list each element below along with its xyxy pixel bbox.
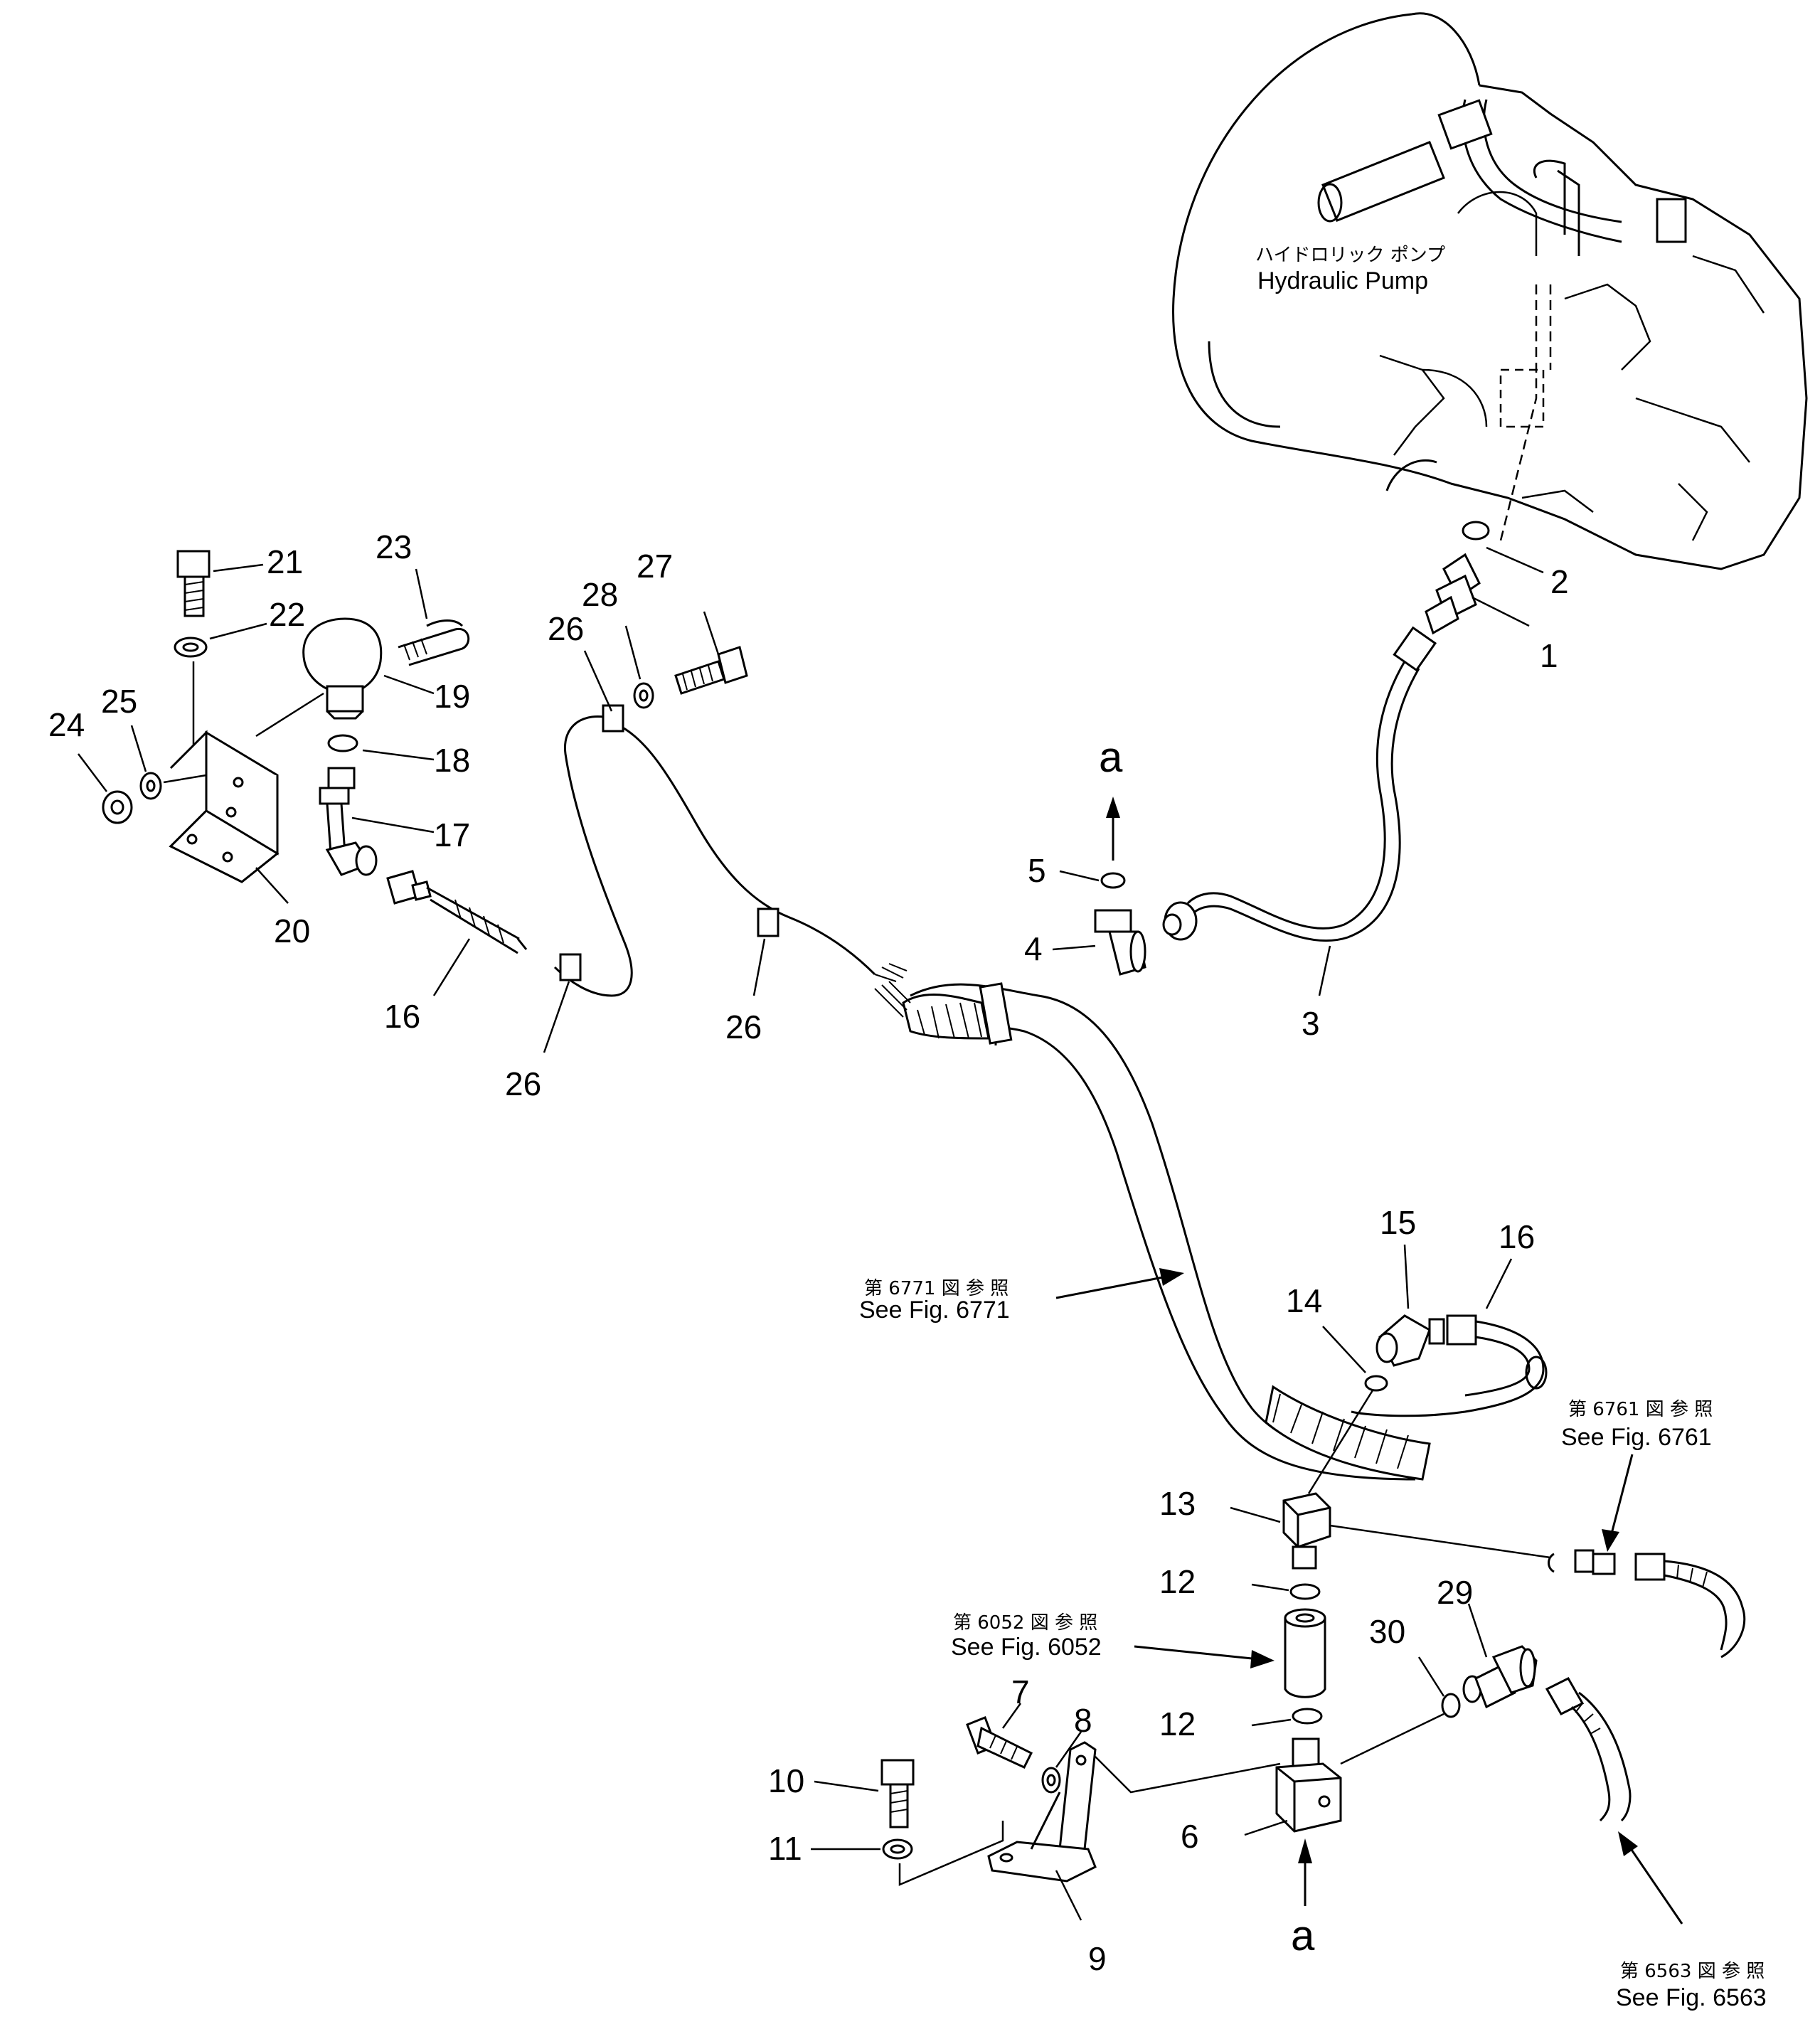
clip-26-mid <box>757 907 779 937</box>
pump-label-jp: ハイドロリック ポンプ <box>1255 245 1445 266</box>
label-part-25: 25 <box>101 683 137 720</box>
main-hose-bundle <box>874 981 1431 1481</box>
thin-pipe <box>553 715 908 997</box>
o-ring-12-bottom <box>1292 1708 1323 1725</box>
washer-25 <box>139 772 162 800</box>
washer-11 <box>882 1838 913 1860</box>
ref-6052-en: See Fig. 6052 <box>951 1634 1102 1661</box>
arrow-fig6563 <box>1627 1845 1683 1924</box>
o-ring-2 <box>1462 521 1490 541</box>
arrow-fig6052 <box>1134 1645 1260 1661</box>
label-part-2: 2 <box>1550 563 1569 600</box>
tee-block-13 <box>1282 1492 1331 1570</box>
label-part-18: 18 <box>434 742 470 779</box>
label-part-26-left: 26 <box>505 1065 541 1102</box>
label-part-24: 24 <box>48 706 85 743</box>
o-ring-12-top <box>1289 1583 1321 1600</box>
bracket-20 <box>169 730 280 883</box>
label-part-26-top: 26 <box>548 610 584 647</box>
washer-8 <box>1041 1767 1061 1794</box>
spacer-6052 <box>1284 1608 1326 1698</box>
label-part-1: 1 <box>1540 637 1558 674</box>
hose-16-left <box>386 870 528 954</box>
label-part-6: 6 <box>1181 1818 1199 1855</box>
elbow-15 <box>1375 1314 1445 1367</box>
label-part-16-left: 16 <box>384 998 420 1035</box>
ref-6761-jp: 第 6761 図 参 照 <box>1568 1399 1713 1420</box>
label-part-9: 9 <box>1088 1940 1107 1977</box>
label-part-26-mid: 26 <box>725 1008 762 1045</box>
ref-6771-en: See Fig. 6771 <box>859 1297 1010 1324</box>
clip-26-top <box>602 704 624 733</box>
label-part-23: 23 <box>376 528 412 565</box>
label-part-4: 4 <box>1024 930 1043 967</box>
o-ring-30 <box>1441 1693 1461 1718</box>
elbow-29 <box>1462 1645 1538 1709</box>
label-part-15: 15 <box>1380 1204 1416 1241</box>
o-ring-18 <box>327 734 358 752</box>
pipe-23 <box>398 619 470 666</box>
bolt-10 <box>880 1759 915 1828</box>
washer-28 <box>633 682 654 709</box>
connector-1 <box>1425 553 1481 635</box>
label-part-28: 28 <box>582 576 618 613</box>
label-part-7: 7 <box>1011 1673 1030 1710</box>
bolt-27 <box>674 646 748 695</box>
ref-6771-jp: 第 6771 図 参 照 <box>864 1278 1009 1299</box>
valve-6 <box>1275 1737 1342 1833</box>
label-part-12-top: 12 <box>1159 1563 1196 1600</box>
flow-marker-a-bottom: a <box>1291 1912 1315 1959</box>
label-part-11: 11 <box>768 1830 802 1867</box>
label-part-8: 8 <box>1074 1702 1092 1739</box>
washer-22 <box>174 637 208 658</box>
o-ring-5 <box>1100 872 1126 889</box>
label-part-27: 27 <box>637 548 673 585</box>
label-part-14: 14 <box>1286 1282 1322 1319</box>
label-part-3: 3 <box>1302 1005 1320 1042</box>
bolt-21 <box>176 550 211 617</box>
label-part-19: 19 <box>434 678 470 715</box>
label-part-16-right: 16 <box>1499 1218 1535 1255</box>
pump-label-en: Hydraulic Pump <box>1257 267 1428 294</box>
ref-6052-jp: 第 6052 図 参 照 <box>953 1612 1097 1634</box>
hydraulic-pump <box>1172 12 1808 570</box>
hose-16-right <box>1351 1314 1548 1417</box>
label-part-5: 5 <box>1028 852 1046 889</box>
label-part-22: 22 <box>269 596 305 633</box>
fitting-6761 <box>1548 1549 1746 1659</box>
label-part-10: 10 <box>768 1762 804 1799</box>
o-ring-14 <box>1364 1375 1388 1392</box>
hose-6563 <box>1545 1677 1632 1822</box>
label-part-12-bottom: 12 <box>1159 1705 1196 1742</box>
label-part-20: 20 <box>274 912 310 949</box>
bolt-7 <box>966 1716 1033 1769</box>
clip-26-left <box>559 953 582 981</box>
label-part-21: 21 <box>267 543 303 580</box>
ref-6761-en: See Fig. 6761 <box>1561 1424 1712 1451</box>
label-part-13: 13 <box>1159 1485 1196 1522</box>
flow-marker-a-top: a <box>1099 733 1123 781</box>
accumulator-19 <box>302 617 383 720</box>
elbow-17 <box>319 767 378 876</box>
elbow-4 <box>1094 909 1146 976</box>
ref-6563-jp: 第 6563 図 参 照 <box>1620 1961 1765 1982</box>
arrow-fig6761 <box>1609 1454 1634 1537</box>
label-part-30: 30 <box>1369 1613 1405 1650</box>
label-part-29: 29 <box>1437 1574 1473 1611</box>
nut-24 <box>102 790 133 824</box>
label-part-17: 17 <box>434 816 470 853</box>
hose-3 <box>1162 626 1437 942</box>
arrow-fig6771 <box>1055 1275 1167 1299</box>
bracket-9 <box>987 1741 1097 1883</box>
ref-6563-en: See Fig. 6563 <box>1616 1984 1767 2011</box>
